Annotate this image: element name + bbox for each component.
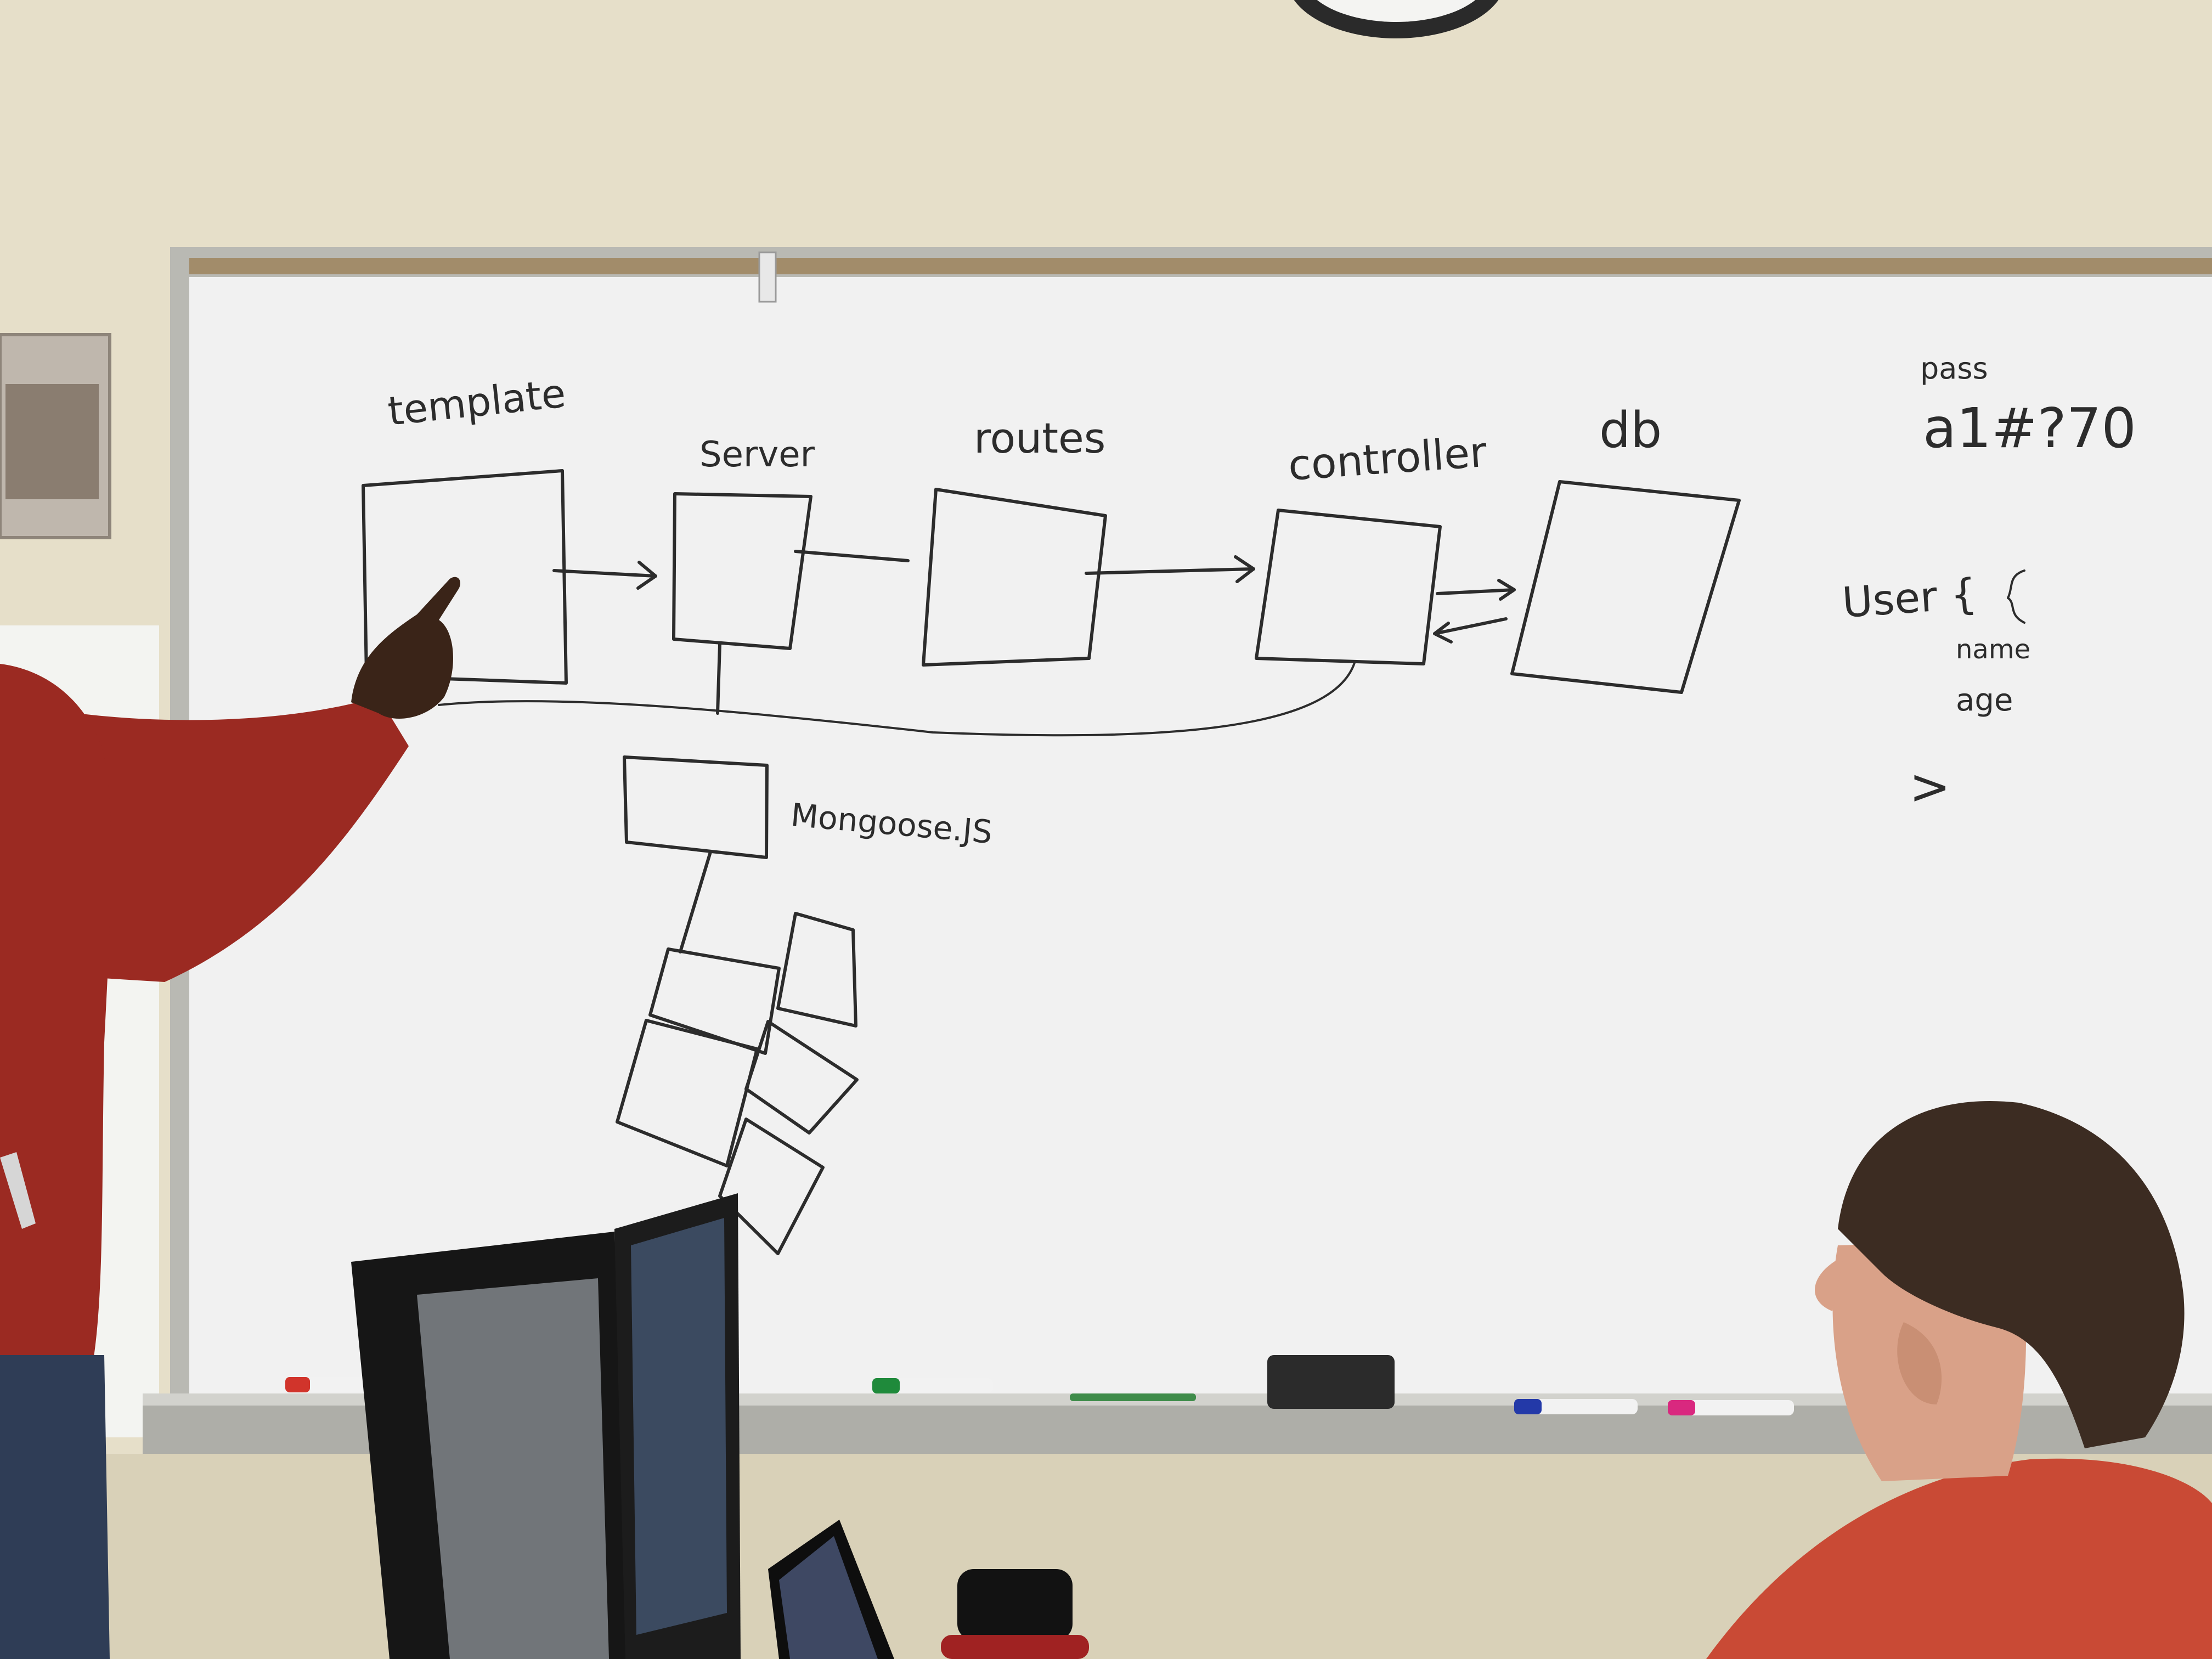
marker-in-hand (0, 1152, 36, 1229)
mongoose-box (623, 755, 769, 859)
presenter-arm (77, 697, 409, 982)
routes-to-controller-arrow (1085, 555, 1255, 583)
label-pass-value: a1#?70 (1923, 396, 2136, 460)
monitor (351, 1193, 741, 1659)
user-brace (2007, 569, 2025, 624)
mongoose-to-schemas-line (679, 850, 712, 953)
template-box (362, 469, 568, 685)
student (1706, 1101, 2212, 1659)
presenter (0, 577, 461, 1659)
schema-box (744, 1020, 859, 1135)
student-head (1838, 1101, 2185, 1448)
whiteboard-clip (758, 251, 777, 303)
schema-box (776, 912, 857, 1028)
whiteboard (143, 247, 2212, 1454)
schema-box (648, 947, 781, 1055)
laptop (768, 1520, 894, 1659)
eraser (1267, 1355, 1395, 1409)
schema-box (616, 1019, 759, 1167)
label-chevron: > (1909, 758, 1950, 816)
controller-to-template-curve (438, 660, 1356, 737)
routes-box (922, 488, 1107, 667)
student-nose (1814, 1256, 1843, 1311)
server-to-routes-arrow (794, 550, 910, 562)
label-pass: pass (1920, 351, 1988, 386)
server-box (672, 492, 812, 650)
label-server: Server (699, 435, 815, 475)
db-to-controller-arrow (1433, 617, 1508, 644)
diagram (362, 469, 2025, 1255)
label-user: User { (1841, 569, 1978, 627)
label-age-field: age (1956, 682, 2013, 718)
presenter-torso (0, 664, 111, 1361)
label-routes: routes (974, 414, 1105, 462)
schema-box (718, 1118, 825, 1255)
green-marker (872, 1378, 993, 1393)
presenter-hand (351, 577, 461, 719)
template-to-server-arrow (552, 561, 657, 590)
water-bottle (941, 1569, 1089, 1659)
student-shirt (1706, 1458, 2212, 1659)
controller-box (1255, 509, 1442, 665)
blue-marker (1514, 1399, 1638, 1414)
db-box (1510, 480, 1741, 694)
presenter-jeans (0, 1355, 110, 1659)
student-ear (1897, 1322, 1942, 1404)
server-to-mongoose-line (716, 643, 721, 715)
controller-to-db-arrow (1436, 579, 1516, 601)
wall-clock (1294, 0, 1499, 38)
whiteboard-top-rail (189, 258, 2212, 274)
pink-marker (1668, 1400, 1794, 1415)
label-db: db (1599, 402, 1662, 459)
label-name-field: name (1956, 634, 2030, 665)
